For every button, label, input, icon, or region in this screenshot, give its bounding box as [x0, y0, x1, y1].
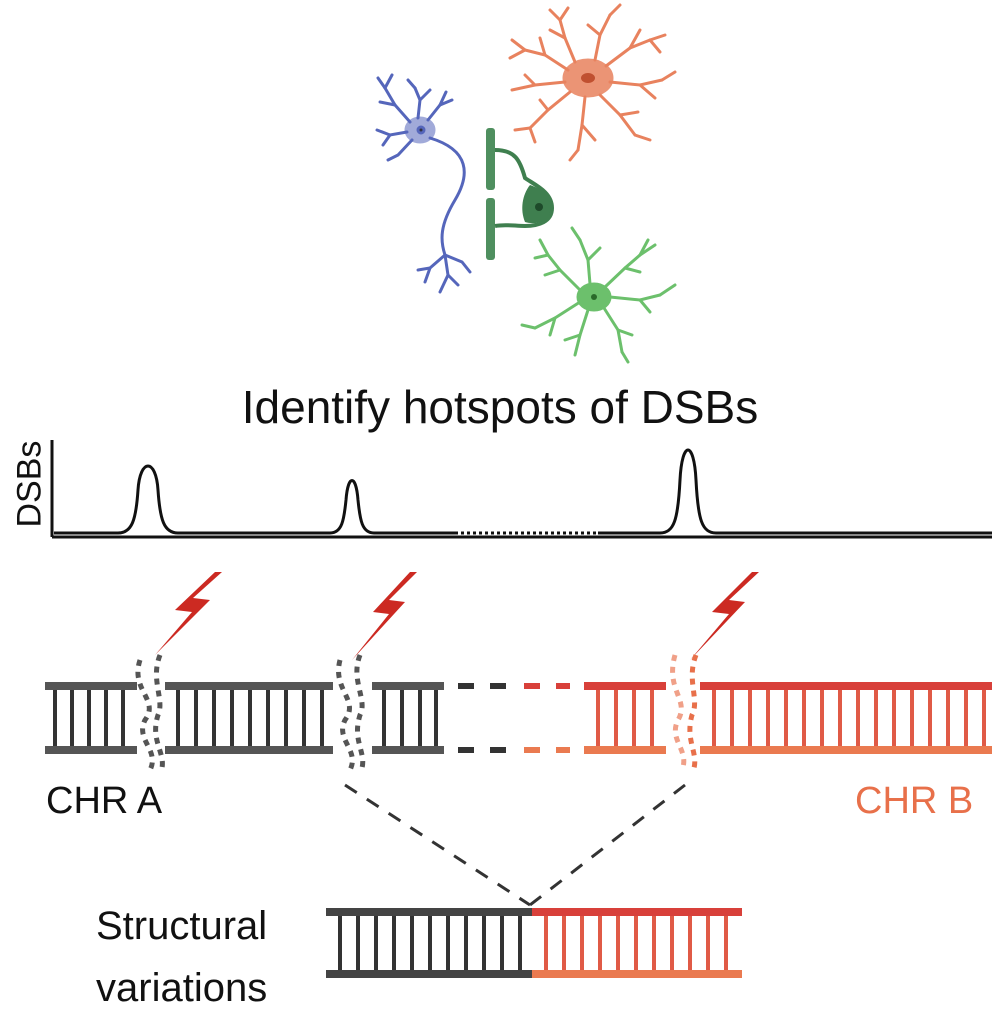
structural-variations-label: Structural variations	[96, 895, 267, 1019]
signal-line-left	[54, 464, 455, 535]
chromosome-b	[524, 654, 992, 771]
microglia-icon	[520, 226, 677, 364]
dsb-hotspot-plot	[50, 440, 992, 539]
chromosome-b-label: CHR B	[855, 780, 974, 822]
junction-lines	[344, 783, 686, 907]
lightning-icon	[155, 572, 759, 660]
y-axis-label: DSBs	[10, 440, 49, 528]
signal-line-right	[598, 448, 992, 535]
astrocyte-icon	[508, 3, 677, 162]
result-label-line2: variations	[96, 966, 268, 1010]
oligodendrocyte-icon	[486, 128, 555, 260]
neuron-icon	[375, 73, 472, 294]
dna-ladder-icon	[326, 908, 742, 978]
chromosome-a-label: CHR A	[46, 780, 163, 822]
result-label-line1: Structural	[96, 904, 268, 948]
figure-title: Identify hotspots of DSBs	[241, 381, 759, 433]
chromosome-a	[45, 654, 506, 772]
